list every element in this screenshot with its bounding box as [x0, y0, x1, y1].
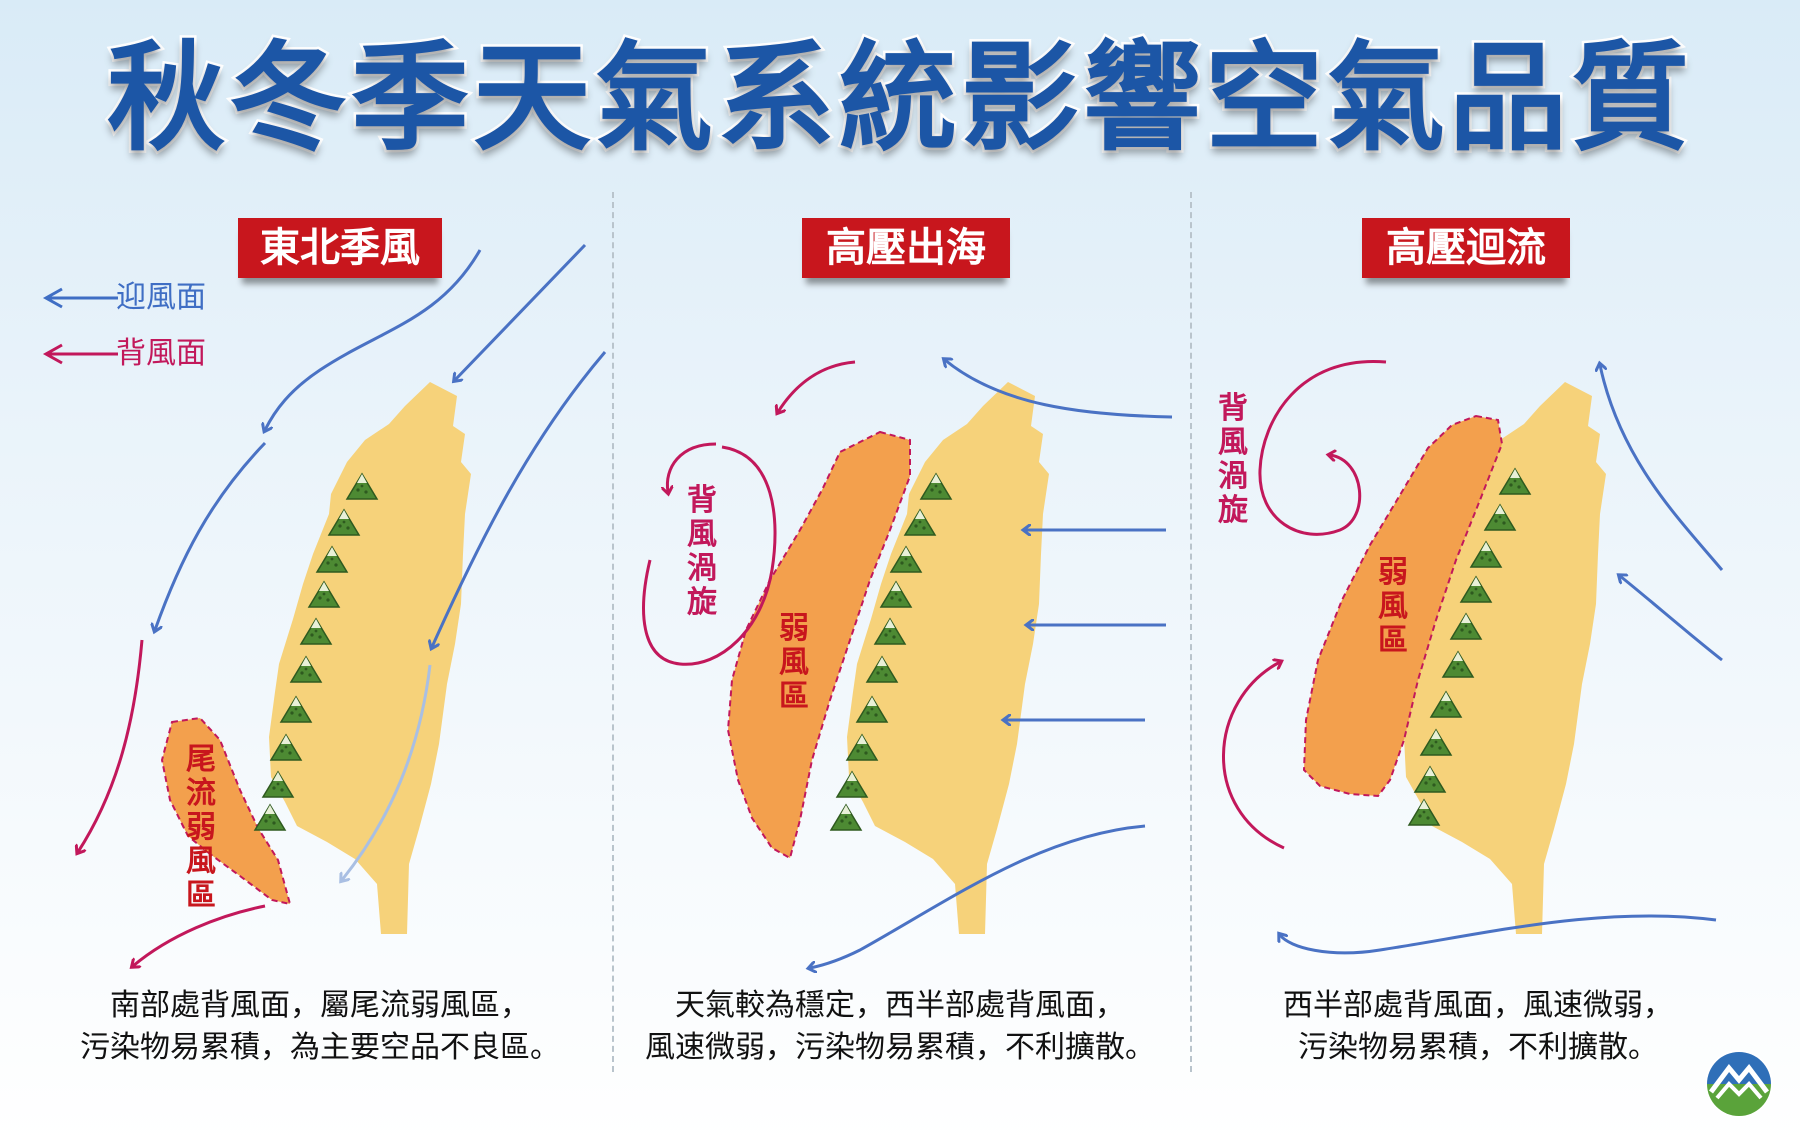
panel-label-high-pressure-return: 高壓迴流 [1362, 218, 1570, 278]
wind-arrow [1280, 914, 1717, 955]
svg-text:渦: 渦 [687, 551, 717, 586]
wind-arrow [1600, 365, 1724, 571]
leeward-eddy-label: 背 風 渦 旋 [687, 483, 717, 620]
panel-divider-1 [612, 192, 614, 1072]
legend-leeward-label: 背風面 [116, 336, 206, 371]
caption-line: 污染物易累積，為主要空品不良區。 [80, 1030, 560, 1065]
taiwan-island [269, 382, 471, 934]
caption-line: 西半部處背風面，風速微弱， [1283, 988, 1673, 1023]
svg-text:旋: 旋 [687, 585, 717, 620]
svg-text:渦: 渦 [1218, 459, 1248, 494]
panel-label-high-pressure-offshore: 高壓出海 [802, 218, 1010, 278]
wind-arrow [945, 360, 1173, 419]
leeward-eddy-label: 背 風 渦 旋 [1218, 391, 1248, 528]
legend-windward: 迎風面 [40, 278, 230, 318]
leeward-wind-arrow [78, 639, 144, 852]
svg-text:背: 背 [1218, 391, 1248, 426]
caption-line: 天氣較為穩定，西半部處背風面， [675, 988, 1125, 1023]
panel-northeast-monsoon: 尾 流 弱 風 區 [78, 243, 607, 966]
magenta-arrow-icon [42, 343, 118, 365]
panel-divider-2 [1190, 192, 1192, 1072]
svg-text:風: 風 [779, 645, 809, 680]
caption-high-pressure-offshore: 天氣較為穩定，西半部處背風面， 風速微弱，污染物易累積，不利擴散。 [620, 985, 1180, 1069]
leeward-eddy-arrow [1258, 360, 1387, 536]
svg-text:區: 區 [1378, 623, 1408, 658]
panel-label-northeast-monsoon: 東北季風 [238, 218, 442, 278]
weak-wind-zone [726, 430, 911, 860]
svg-text:弱: 弱 [1378, 555, 1408, 590]
wake-weak-zone-label: 尾 流 弱 風 區 [186, 742, 216, 913]
svg-text:風: 風 [1378, 589, 1408, 624]
windward-wind-arrow [432, 351, 607, 647]
leeward-eddy-arrow [778, 360, 856, 412]
blue-arrow-icon [42, 287, 118, 309]
svg-text:尾: 尾 [186, 742, 216, 777]
wake-weak-zone [160, 716, 292, 906]
svg-text:弱: 弱 [779, 611, 809, 646]
leeward-wind-arrow [133, 904, 266, 966]
svg-text:風: 風 [1218, 425, 1248, 460]
caption-high-pressure-return: 西半部處背風面，風速微弱， 污染物易累積，不利擴散。 [1198, 985, 1758, 1069]
panel-high-pressure-return: 弱 風 區 背 風 渦 旋 [1218, 360, 1724, 955]
svg-text:背: 背 [687, 483, 717, 518]
panel-high-pressure-offshore: 弱 風 區 背 風 渦 旋 [642, 360, 1173, 968]
caption-line: 污染物易累積，不利擴散。 [1298, 1030, 1658, 1065]
page-title: 秋冬季天氣系統影響空氣品質 [104, 27, 1693, 170]
weak-wind-zone-label: 弱 風 區 [779, 611, 809, 714]
windward-wind-arrow [265, 249, 482, 430]
leeward-eddy-arrow [1222, 662, 1285, 850]
svg-text:流: 流 [186, 776, 216, 811]
weak-wind-zone [1302, 414, 1504, 798]
wind-arrow [1620, 576, 1723, 662]
weak-wind-zone-label: 弱 風 區 [1378, 555, 1408, 658]
windward-wind-arrow [455, 243, 587, 380]
caption-line: 南部處背風面，屬尾流弱風區， [110, 988, 530, 1023]
svg-text:弱: 弱 [186, 810, 216, 845]
svg-text:區: 區 [186, 878, 216, 913]
epa-logo-icon [1705, 1050, 1773, 1118]
svg-text:旋: 旋 [1218, 493, 1248, 528]
mountain-icon [254, 804, 286, 831]
windward-wind-arrow [155, 441, 267, 630]
windward-wind-arrow-faded [342, 664, 432, 880]
caption-line: 風速微弱，污染物易累積，不利擴散。 [645, 1030, 1155, 1065]
leeward-eddy-arrow [667, 442, 717, 492]
leeward-eddy-arrow [642, 445, 777, 666]
mountain-icon [830, 804, 862, 831]
wind-arrow [810, 824, 1146, 968]
caption-northeast-monsoon: 南部處背風面，屬尾流弱風區， 污染物易累積，為主要空品不良區。 [40, 985, 600, 1069]
svg-text:風: 風 [687, 517, 717, 552]
svg-text:風: 風 [186, 844, 216, 879]
legend-windward-label: 迎風面 [116, 280, 206, 315]
legend-leeward: 背風面 [40, 334, 230, 374]
svg-text:區: 區 [779, 679, 809, 714]
